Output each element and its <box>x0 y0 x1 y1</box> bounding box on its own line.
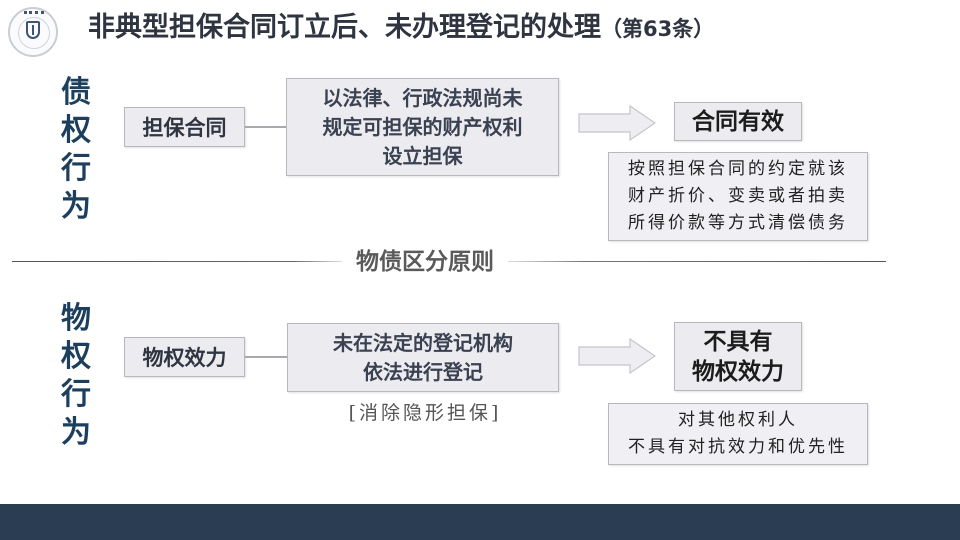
title-article-ref: （第63条） <box>601 17 715 41</box>
condition-line: 依法进行登记 <box>363 359 483 384</box>
description-line: 不具有对抗效力和优先性 <box>628 437 848 457</box>
description-box-upper: 按照担保合同的约定就该 财产折价、变卖或者拍卖 所得价款等方式清偿债务 <box>608 152 868 241</box>
divider-principle-label: 物债区分原则 <box>356 249 494 275</box>
right-arrow-icon <box>578 338 656 374</box>
side-char: 物 <box>61 301 91 336</box>
connector-line <box>245 356 287 358</box>
condition-box-upper: 以法律、行政法规尚未 规定可担保的财产权利 设立担保 <box>286 78 559 176</box>
description-line: 财产折价、变卖或者拍卖 <box>628 186 848 206</box>
condition-line: 设立担保 <box>382 143 463 168</box>
category-label: 担保合同 <box>142 116 227 140</box>
result-box-no-property-effect: 不具有 物权效力 <box>674 322 802 391</box>
logo-ring <box>18 17 50 49</box>
category-label: 物权效力 <box>142 346 227 370</box>
page-title: 非典型担保合同订立后、未办理登记的处理（第63条） <box>88 8 714 48</box>
side-char: 权 <box>61 113 91 148</box>
side-char: 为 <box>61 415 91 450</box>
result-box-contract-valid: 合同有效 <box>674 102 802 141</box>
connector-line <box>245 126 286 128</box>
side-char: 为 <box>61 189 91 224</box>
description-line: 对其他权利人 <box>678 410 798 430</box>
note-eliminate-hidden-guarantee: [消除隐形担保] <box>348 402 502 424</box>
side-label-creditor-act: 债 权 行 为 <box>56 74 96 226</box>
logo-stars <box>24 11 44 17</box>
result-label: 合同有效 <box>692 108 784 135</box>
side-label-property-act: 物 权 行 为 <box>56 300 96 452</box>
category-box-property-effect: 物权效力 <box>124 337 245 377</box>
condition-box-lower: 未在法定的登记机构 依法进行登记 <box>287 323 559 392</box>
description-box-lower: 对其他权利人 不具有对抗效力和优先性 <box>608 403 868 465</box>
condition-line: 以法律、行政法规尚未 <box>322 85 523 110</box>
divider-line-right <box>508 261 886 262</box>
side-char: 行 <box>61 377 91 412</box>
divider-line-left <box>12 261 342 262</box>
right-arrow-icon <box>578 105 656 141</box>
category-box-guarantee-contract: 担保合同 <box>124 107 245 147</box>
condition-line: 规定可担保的财产权利 <box>322 114 523 139</box>
description-line: 按照担保合同的约定就该 <box>628 159 848 179</box>
side-char: 权 <box>61 339 91 374</box>
result-line: 不具有 <box>703 328 773 355</box>
condition-line: 未在法定的登记机构 <box>333 330 513 355</box>
side-char: 债 <box>61 75 91 110</box>
scales-shield-icon <box>26 21 40 39</box>
footer-bar <box>0 504 960 540</box>
title-main: 非典型担保合同订立后、未办理登记的处理 <box>88 12 601 43</box>
description-line: 所得价款等方式清偿债务 <box>628 213 848 233</box>
side-char: 行 <box>61 151 91 186</box>
court-emblem-logo <box>8 7 58 57</box>
result-line: 物权效力 <box>692 358 784 385</box>
